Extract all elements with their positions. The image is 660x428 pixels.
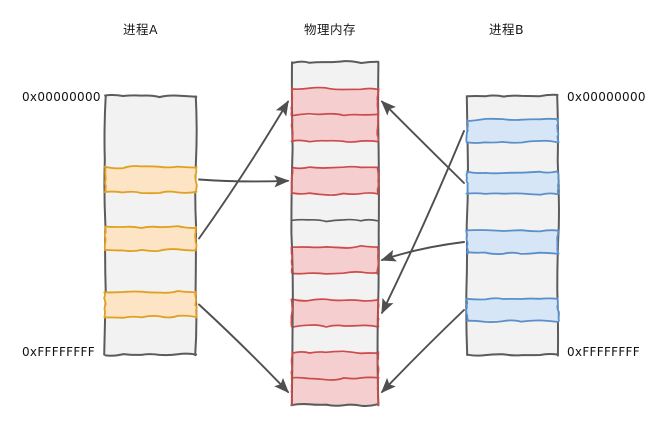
process-a-page-edge — [103, 291, 107, 319]
arrow-map-b4-to-frame — [380, 309, 465, 394]
physical-frame-divider — [291, 324, 380, 328]
arrow-map-b3-to-frame — [380, 241, 465, 262]
process-a-page-edge — [194, 225, 198, 252]
process-b-page-edge — [466, 117, 559, 122]
process-b-page-fill — [467, 118, 558, 143]
process-a-column — [103, 94, 198, 357]
physical-frame-divider — [291, 271, 380, 275]
physical-frame-divider — [291, 298, 380, 302]
physical-frame-used[interactable] — [291, 87, 379, 116]
physical-frame-used[interactable] — [291, 245, 379, 274]
physical-frame-used[interactable] — [292, 351, 378, 380]
title-process-a: 进程A — [123, 22, 159, 37]
process-b-page-edge — [465, 251, 560, 255]
process-a-page-edge — [103, 314, 197, 319]
process-a-page-edge — [194, 290, 198, 319]
process-b-page-edge — [556, 230, 560, 255]
address-label-a-top: 0x00000000 — [22, 90, 101, 104]
physical-frame-used-wall — [290, 86, 294, 115]
process-b-page-edge — [465, 192, 559, 196]
physical-frame-used-wall — [376, 377, 380, 406]
physical-frame-divider — [290, 376, 380, 381]
address-label-b-bottom: 0xFFFFFFFF — [567, 345, 640, 359]
physical-frame-used-wall — [290, 113, 294, 143]
process-a-page-edge — [104, 248, 197, 252]
physical-frame-used-wall — [290, 167, 294, 195]
physical-frame-used-wall — [376, 298, 380, 328]
process-b-bottom-edge — [466, 352, 559, 357]
process-b-column — [465, 93, 560, 357]
physical-frame-used[interactable] — [292, 166, 378, 195]
process-a-page-edge — [104, 165, 107, 193]
process-a-page-edge — [103, 190, 198, 195]
process-a-bottom-edge — [104, 352, 198, 357]
process-b-page-edge — [556, 297, 560, 322]
physical-frame-used[interactable] — [291, 113, 379, 142]
process-a-page-edge — [103, 226, 107, 251]
physical-frame-used-wall — [290, 246, 294, 274]
process-b-page-edge — [556, 119, 560, 144]
physical-frame-divider — [291, 112, 379, 117]
physical-frame-divider — [290, 139, 380, 143]
physical-frame-divider — [290, 403, 379, 407]
process-a-page-edge — [103, 290, 198, 294]
process-b-page-edge — [465, 119, 469, 144]
process-b-page-edge — [465, 139, 559, 144]
physical-frame-divider — [291, 86, 379, 91]
arrow-map-a1-to-frame — [198, 175, 290, 188]
title-physical-memory: 物理内存 — [304, 22, 357, 37]
process-b-page-fill — [467, 230, 558, 254]
physical-frame-divider — [291, 218, 379, 223]
physical-frame-used[interactable] — [291, 377, 378, 407]
address-label-a-bottom: 0xFFFFFFFF — [22, 345, 95, 359]
process-b-page-edge — [556, 171, 560, 195]
process-b-page-edge — [465, 298, 469, 322]
physical-frame-used-wall — [290, 298, 294, 328]
physical-frame-used-wall — [376, 351, 380, 380]
process-b-background — [466, 95, 558, 356]
physical-frame-divider — [290, 244, 379, 249]
process-b-page-edge — [466, 170, 559, 175]
process-a-page-fill — [104, 165, 196, 193]
process-a-page-fill — [104, 291, 197, 318]
physical-frame-used-wall — [376, 245, 380, 275]
physical-frame-divider — [291, 60, 380, 65]
arrow-map-a3-to-frame — [198, 303, 290, 394]
physical-frame-used[interactable] — [292, 298, 379, 327]
title-process-b: 进程B — [489, 22, 525, 37]
process-a-top-edge — [104, 94, 198, 99]
process-b-top-edge — [466, 93, 559, 98]
process-b-page-edge — [465, 171, 469, 196]
mapping-arrows — [198, 100, 465, 394]
process-a-page-edge — [104, 225, 197, 229]
physical-frame-used-wall — [376, 87, 380, 116]
physical-frame-used-wall — [376, 113, 380, 142]
physical-frame-divider — [291, 350, 379, 355]
arrow-map-b1-to-frame — [381, 130, 465, 315]
physical-frame-used-wall — [290, 378, 293, 407]
process-a-page-edge — [194, 166, 198, 194]
process-b-page-fill — [466, 298, 558, 322]
process-b-page-edge — [466, 319, 559, 323]
process-b-page-edge — [465, 297, 559, 301]
process-a-page-edge — [104, 165, 197, 170]
process-b-page-edge — [465, 229, 469, 255]
process-a-page-fill — [105, 226, 196, 251]
physical-frame-used-wall — [376, 166, 380, 196]
physical-frame-divider — [291, 192, 380, 196]
arrow-map-a2-to-frame — [198, 100, 289, 240]
process-b-page-edge — [466, 229, 559, 233]
physical-frame-divider — [291, 165, 379, 170]
process-a-background — [104, 94, 196, 356]
arrow-map-b2-to-frame — [380, 100, 465, 184]
process-b-page-fill — [467, 171, 558, 195]
physical-memory-column — [290, 60, 380, 407]
physical-frame-used-wall — [290, 351, 294, 380]
address-label-b-top: 0x00000000 — [567, 90, 646, 104]
